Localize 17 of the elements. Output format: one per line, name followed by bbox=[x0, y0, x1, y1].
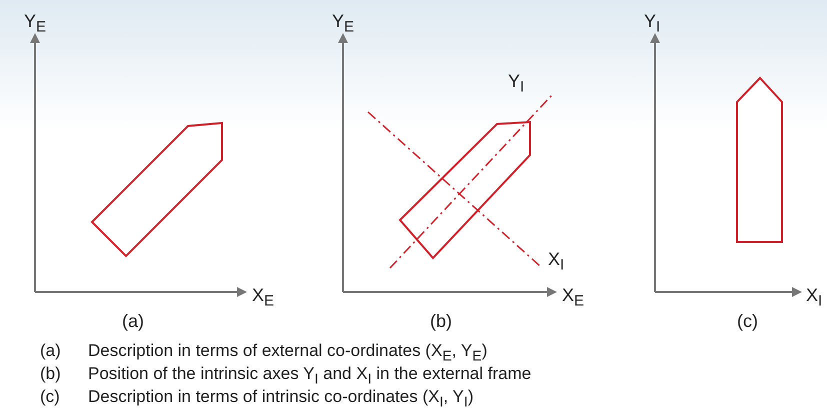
caption-label: (c) bbox=[40, 388, 60, 405]
axis-label: X$_{I}$ bbox=[548, 250, 564, 273]
axis-label: X$_{I}$ bbox=[806, 286, 822, 309]
axis-label: X$_{E}$ bbox=[252, 286, 274, 309]
axis-label: Y$_{I}$ bbox=[508, 72, 524, 95]
panel-label: (c) bbox=[737, 312, 758, 330]
axis-label: Y$_{E}$ bbox=[332, 12, 354, 35]
caption-text: Position of the intrinsic axes Y$_{I}$ and X$_{I}$ in the external frame bbox=[88, 365, 532, 387]
caption-label: (b) bbox=[40, 365, 61, 382]
panel-label: (a) bbox=[122, 312, 144, 330]
caption-text: Description in terms of external co-ordinates (X$_{E}$, Y$_{E}$) bbox=[88, 342, 488, 364]
caption-label: (a) bbox=[40, 342, 61, 359]
axis-label: Y$_{I}$ bbox=[644, 12, 660, 35]
caption-text: Description in terms of intrinsic co-ordinates (X$_{I}$, Y$_{I}$) bbox=[88, 388, 474, 410]
axis-label: X$_{E}$ bbox=[562, 286, 584, 309]
panel-label: (b) bbox=[430, 312, 452, 330]
axis-label: Y$_{E}$ bbox=[24, 12, 46, 35]
